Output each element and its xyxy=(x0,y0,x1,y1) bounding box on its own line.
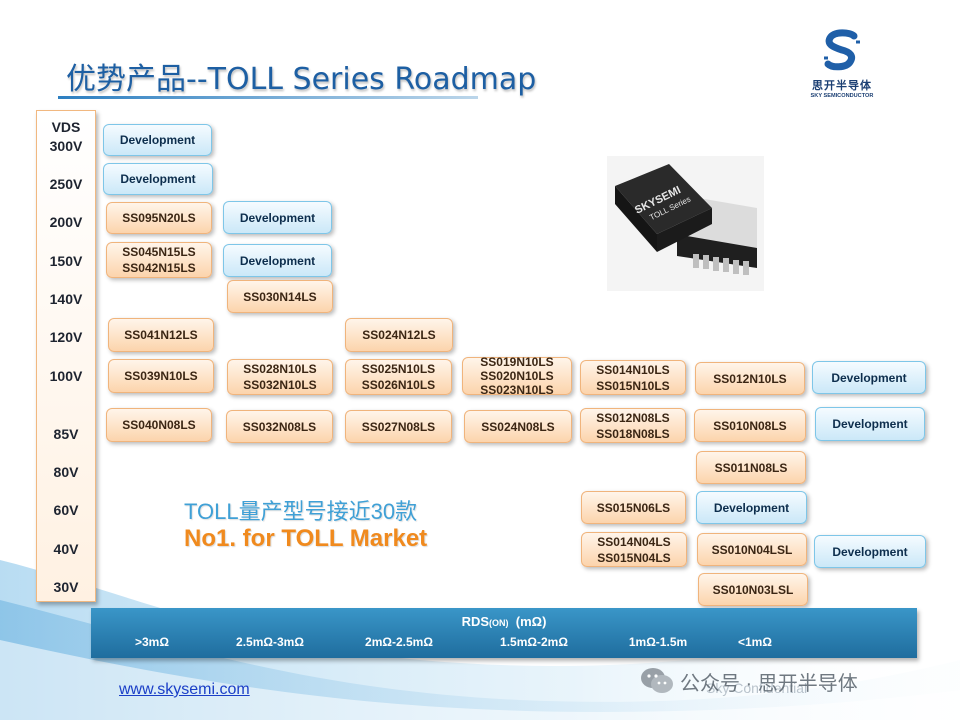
vds-level-250v: 250V xyxy=(49,176,83,192)
wechat-watermark: 公众号 · 思开半导体 xyxy=(640,666,858,696)
title-underline xyxy=(58,96,478,99)
toll-package-image: SKYSEMI TOLL Series xyxy=(607,156,764,291)
vds-level-200v: 200V xyxy=(49,214,83,230)
rds-range-2p5-3: 2.5mΩ-3mΩ xyxy=(236,635,304,649)
product-box-development-250v: Development xyxy=(103,163,213,195)
product-box-ss041n12ls: SS041N12LS xyxy=(108,318,214,352)
vds-level-60v: 60V xyxy=(53,502,79,518)
vds-level-300v: 300V xyxy=(49,138,83,154)
rds-range-1p5-2: 1.5mΩ-2mΩ xyxy=(500,635,568,649)
product-box-ss010n04lsl: SS010N04LSL xyxy=(697,533,807,566)
slogan-model-count: TOLL量产型号接近30款 xyxy=(184,499,418,524)
rds-axis-title: RDS(ON) (mΩ) xyxy=(461,614,547,629)
rds-on-axis-bar: RDS(ON) (mΩ) >3mΩ 2.5mΩ-3mΩ 2mΩ-2.5mΩ 1.… xyxy=(91,608,917,658)
vds-axis: VDS 300V 250V 200V 150V 140V 120V 100V 8… xyxy=(36,110,96,602)
product-box-ss039n10ls: SS039N10LS xyxy=(108,359,214,393)
product-box-ss010n03lsl: SS010N03LSL xyxy=(698,573,808,606)
website-link[interactable]: www.skysemi.com xyxy=(119,681,250,698)
product-box-development-200v: Development xyxy=(223,201,332,234)
vds-level-140v: 140V xyxy=(49,291,83,307)
product-box-ss095n20ls: SS095N20LS xyxy=(106,202,212,234)
product-box-ss024n12ls: SS024N12LS xyxy=(345,318,453,352)
vds-level-85v: 85V xyxy=(53,426,79,442)
product-box-ss015n06ls: SS015N06LS xyxy=(581,491,686,524)
product-box-ss030n14ls: SS030N14LS xyxy=(227,280,333,313)
vds-level-100v: 100V xyxy=(49,368,83,384)
company-logo: 思开半导体 SKY SEMICONDUCTOR xyxy=(806,28,878,99)
product-box-ss011n08ls: SS011N08LS xyxy=(696,451,806,484)
page-title: 优势产品--TOLL Series Roadmap xyxy=(66,62,537,97)
vds-level-80v: 80V xyxy=(53,464,79,480)
product-box-ss027n08ls: SS027N08LS xyxy=(345,410,452,443)
wechat-icon xyxy=(641,668,673,693)
rds-range-gt3: >3mΩ xyxy=(135,635,169,649)
product-box-development-300v: Development xyxy=(103,124,212,156)
vds-level-150v: 150V xyxy=(49,253,83,269)
product-box-development-100v: Development xyxy=(812,361,926,394)
product-box-ss012n10ls: SS012N10LS xyxy=(695,362,805,395)
vds-level-120v: 120V xyxy=(49,329,83,345)
vds-header: VDS xyxy=(51,119,81,135)
slogan-market-position: No1. for TOLL Market xyxy=(184,525,428,552)
product-box-development-85v: Development xyxy=(815,407,925,441)
rds-range-2-2p5: 2mΩ-2.5mΩ xyxy=(365,635,433,649)
rds-range-1-1p5: 1mΩ-1.5m xyxy=(628,635,688,649)
product-box-ss040n08ls: SS040N08LS xyxy=(106,408,212,442)
vds-level-30v: 30V xyxy=(53,579,79,595)
logo-chinese-name: 思开半导体 xyxy=(812,80,872,92)
product-box-ss032n08ls: SS032N08LS xyxy=(226,410,333,443)
sky-s-logo-icon xyxy=(824,29,860,71)
confidential-label: Sky Confidential xyxy=(706,680,808,696)
product-box-development-40v: Development xyxy=(814,535,926,568)
product-box-ss010n08ls: SS010N08LS xyxy=(694,409,806,442)
product-box-development-60v: Development xyxy=(696,491,807,524)
vds-level-40v: 40V xyxy=(53,541,79,557)
product-box-ss024n08ls: SS024N08LS xyxy=(464,410,572,443)
watermark-text: 公众号 · 思开半导体 xyxy=(680,672,858,695)
rds-range-lt1: <1mΩ xyxy=(738,635,772,649)
logo-english-name: SKY SEMICONDUCTOR xyxy=(810,93,874,99)
product-box-development-150v: Development xyxy=(223,244,332,277)
